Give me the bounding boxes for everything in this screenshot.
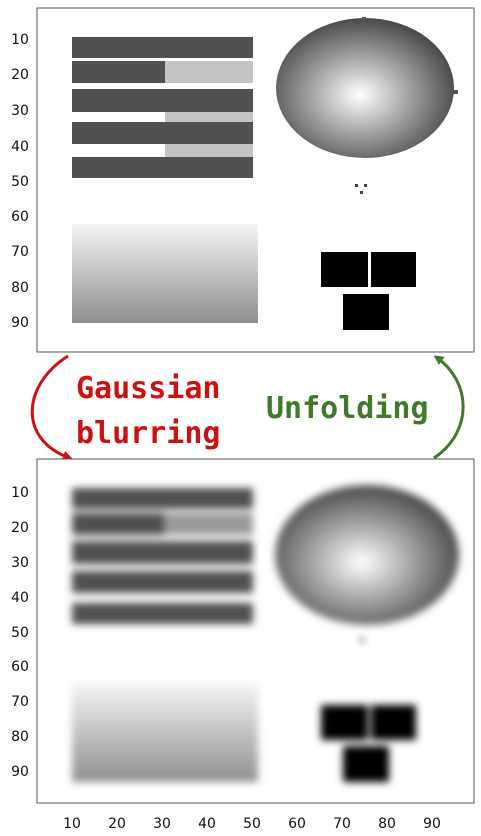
top-black-blocks [321,252,416,330]
bottom-y-tick: 90 [11,764,29,780]
original-image-panel: 10 20 30 40 50 60 70 80 90 [11,7,475,353]
bottom-blurred-ellipse [275,485,459,625]
bottom-blurred-blocks [321,705,416,782]
top-y-tick: 60 [11,209,29,225]
top-gradient-ellipse [276,18,454,158]
bottom-y-tick: 40 [11,590,29,606]
top-dots [355,184,367,194]
blur-arrow [30,354,73,461]
top-y-tick: 20 [11,67,29,83]
bottom-x-tick: 70 [333,816,351,832]
bottom-y-tick: 20 [11,520,29,536]
bottom-y-tick: 30 [11,555,29,571]
bottom-x-tick: 20 [108,816,126,832]
bottom-y-tick: 10 [11,485,29,501]
top-y-tick: 50 [11,174,29,190]
bottom-x-tick: 30 [153,816,171,832]
bottom-x-axis: 10 20 30 40 50 60 70 80 90 [63,816,441,832]
bottom-blurred-dots [357,635,367,645]
top-y-tick: 90 [11,315,29,331]
blur-label-line2: blurring [76,416,221,451]
bottom-x-tick: 50 [243,816,261,832]
bottom-x-tick: 60 [288,816,306,832]
unfold-arrow [433,355,465,460]
blurred-image-panel: 10 20 30 40 50 60 70 80 90 10 20 30 40 5… [11,458,475,832]
bottom-y-tick: 50 [11,625,29,641]
bottom-x-tick: 80 [378,816,396,832]
top-gradient-rectangle [72,224,258,323]
top-y-tick: 10 [11,32,29,48]
bottom-blurred-stripes [72,488,253,624]
bottom-y-tick: 70 [11,694,29,710]
top-y-tick: 80 [11,280,29,296]
top-y-axis: 10 20 30 40 50 60 70 80 90 [11,32,29,331]
top-y-tick: 30 [11,103,29,119]
bottom-y-axis: 10 20 30 40 50 60 70 80 90 [11,485,29,780]
bottom-y-tick: 60 [11,659,29,675]
bottom-x-tick: 40 [198,816,216,832]
top-stripes [72,37,253,178]
bottom-blurred-rectangle [72,683,258,782]
top-y-tick: 40 [11,139,29,155]
bottom-y-tick: 80 [11,729,29,745]
unfold-label: Unfolding [266,391,429,426]
bottom-x-tick: 10 [63,816,81,832]
blur-label-line1: Gaussian [76,371,221,406]
bottom-x-tick: 90 [423,816,441,832]
top-y-tick: 70 [11,244,29,260]
